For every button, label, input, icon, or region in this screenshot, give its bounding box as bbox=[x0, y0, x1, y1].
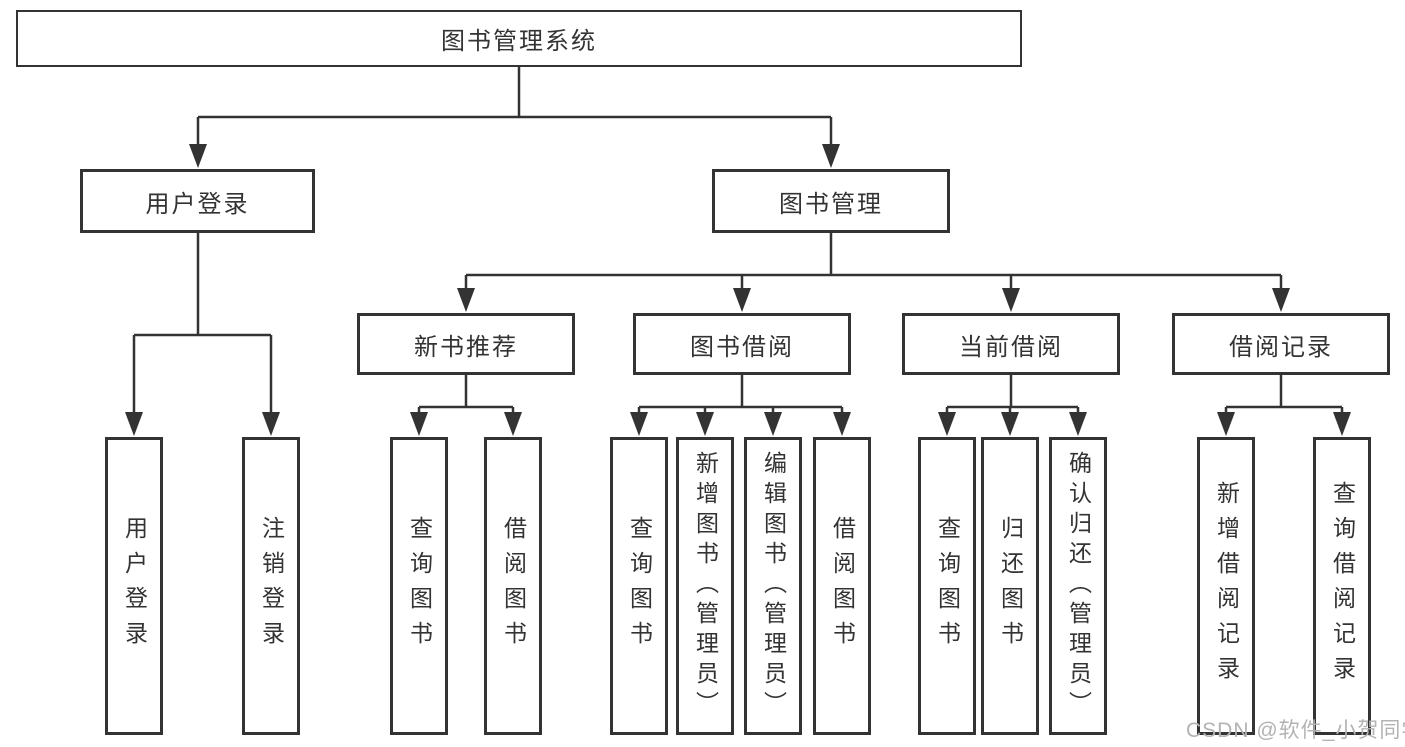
leaf-add-borrow-record: 新增借阅记录 bbox=[1197, 437, 1255, 735]
leaf-query-borrow-record: 查询借阅记录 bbox=[1313, 437, 1371, 735]
leaf-logout: 注销登录 bbox=[242, 437, 300, 735]
leaf-borrow-books-recommend: 借阅图书 bbox=[484, 437, 542, 735]
leaf-label: 查询图书 bbox=[626, 516, 653, 656]
node-label: 图书管理系统 bbox=[441, 28, 597, 55]
node-label: 借阅记录 bbox=[1229, 333, 1333, 361]
node-book-management-system: 图书管理系统 bbox=[16, 10, 1022, 67]
node-new-book-recommendation: 新书推荐 bbox=[357, 313, 575, 375]
watermark: CSDN @软件_小贺同学 bbox=[1186, 719, 1405, 742]
node-label: 用户登录 bbox=[145, 190, 250, 218]
node-label: 图书借阅 bbox=[690, 333, 794, 361]
node-label: 新书推荐 bbox=[414, 333, 518, 361]
leaf-user-login: 用户登录 bbox=[105, 437, 163, 735]
leaf-add-books-admin: 新增图书（管理员） bbox=[676, 437, 734, 735]
node-book-management: 图书管理 bbox=[712, 169, 950, 233]
leaf-label: 借阅图书 bbox=[829, 516, 856, 656]
leaf-query-books-recommend: 查询图书 bbox=[390, 437, 448, 735]
leaf-label: 查询图书 bbox=[406, 516, 433, 656]
leaf-label: 用户登录 bbox=[121, 516, 148, 656]
node-label: 图书管理 bbox=[779, 190, 883, 218]
node-user-login: 用户登录 bbox=[80, 169, 315, 233]
leaf-label: 新增图书（管理员） bbox=[692, 451, 719, 721]
leaf-label: 编辑图书（管理员） bbox=[760, 451, 787, 721]
leaf-label: 借阅图书 bbox=[500, 516, 527, 656]
leaf-return-books: 归还图书 bbox=[981, 437, 1039, 735]
node-book-borrowing: 图书借阅 bbox=[633, 313, 851, 375]
connector-line-path bbox=[132, 67, 1344, 415]
arrowhead-icon bbox=[125, 144, 1351, 436]
leaf-edit-books-admin: 编辑图书（管理员） bbox=[744, 437, 802, 735]
leaf-label: 新增借阅记录 bbox=[1213, 481, 1240, 691]
leaf-confirm-return-admin: 确认归还（管理员） bbox=[1049, 437, 1107, 735]
leaf-query-books-borrowing: 查询图书 bbox=[610, 437, 668, 735]
leaf-label: 查询图书 bbox=[934, 516, 961, 656]
node-borrowing-records: 借阅记录 bbox=[1172, 313, 1390, 375]
leaf-borrow-books-borrowing: 借阅图书 bbox=[813, 437, 871, 735]
leaf-label: 注销登录 bbox=[258, 516, 285, 656]
leaf-label: 归还图书 bbox=[997, 516, 1024, 656]
node-current-borrowing: 当前借阅 bbox=[902, 313, 1120, 375]
node-label: 当前借阅 bbox=[959, 333, 1063, 361]
leaf-query-books-current: 查询图书 bbox=[918, 437, 976, 735]
leaf-label: 查询借阅记录 bbox=[1329, 481, 1356, 691]
leaf-label: 确认归还（管理员） bbox=[1065, 451, 1092, 721]
